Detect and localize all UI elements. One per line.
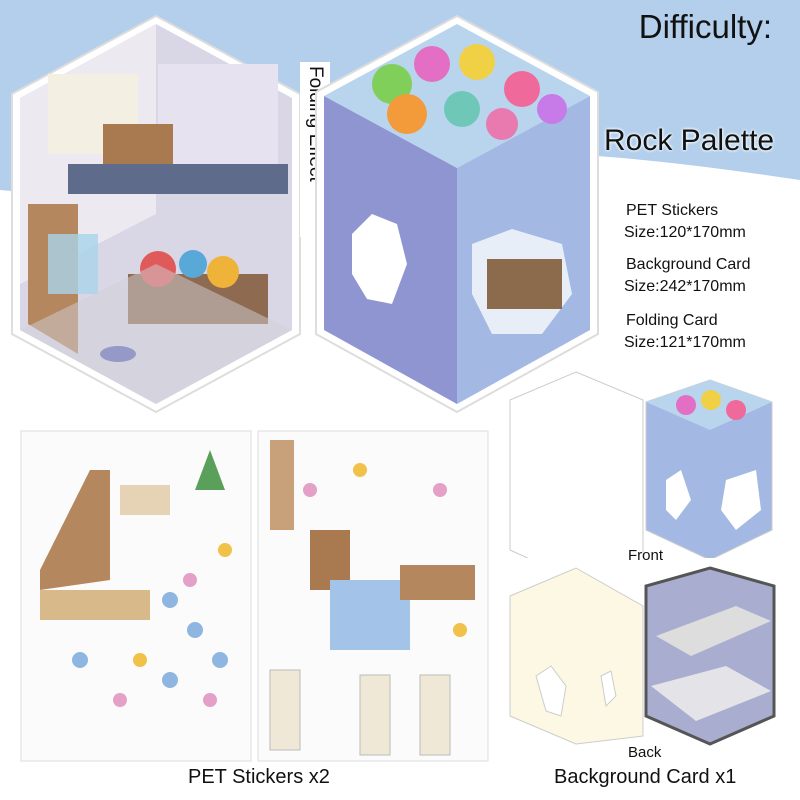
front-label: Front	[628, 547, 664, 564]
front-card-illustration	[509, 371, 773, 558]
rock-cube-illustration	[315, 14, 599, 414]
stickers-caption: PET Stickers x2	[188, 766, 330, 788]
room-interior-illustration	[11, 14, 301, 414]
spec-name: Background Card	[626, 256, 751, 273]
spec-pet-stickers: PET Stickers Size:120*170mm	[624, 200, 746, 244]
spec-name: PET Stickers	[626, 202, 719, 219]
spec-size: Size:242*170mm	[624, 278, 746, 295]
back-label: Back	[628, 744, 662, 761]
spec-name: Folding Card	[626, 312, 718, 329]
sticker-sheets-illustration	[20, 430, 489, 762]
spec-size: Size:120*170mm	[624, 224, 746, 241]
background-card-caption: Background Card x1	[554, 766, 737, 788]
spec-folding-card: Folding Card Size:121*170mm	[624, 310, 746, 354]
spec-background-card: Background Card Size:242*170mm	[624, 254, 751, 298]
product-name: Rock Palette	[604, 124, 775, 157]
spec-size: Size:121*170mm	[624, 334, 746, 351]
difficulty-title: Difficulty:	[638, 8, 772, 45]
back-card-illustration	[509, 566, 776, 746]
